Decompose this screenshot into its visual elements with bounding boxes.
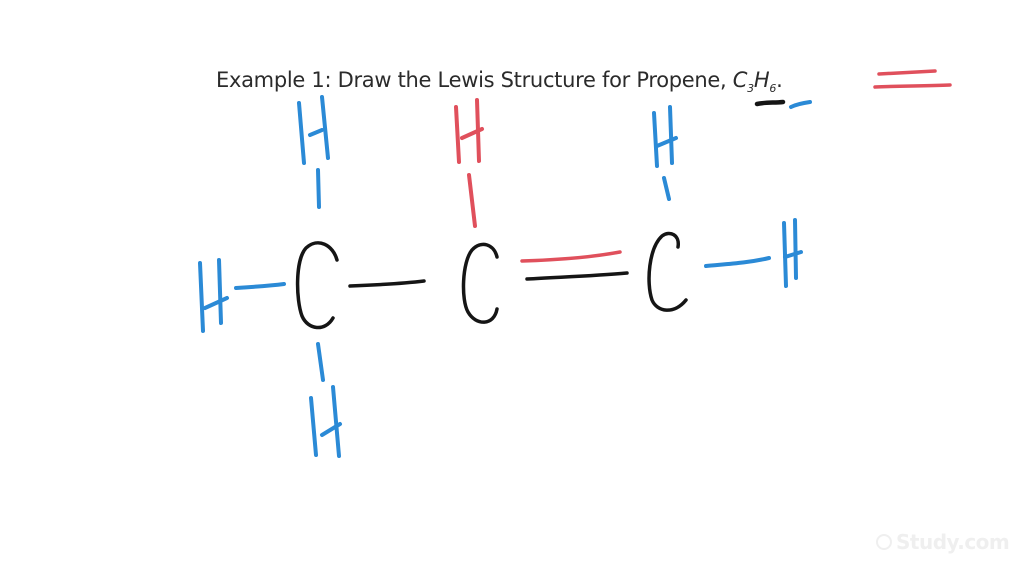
bond-c2-h4 (467, 173, 477, 228)
page-title: Example 1: Draw the Lewis Structure for … (216, 64, 783, 105)
hydrogen-atom-h1 (297, 95, 330, 165)
formula-carbon: C (732, 68, 748, 92)
bond-c1-h2 (234, 282, 286, 290)
formula-hydrogen: H (753, 68, 770, 92)
bond-c2-c3-pi (520, 250, 622, 263)
formula-carbon-count: 3 (747, 82, 754, 95)
title-period: . (776, 68, 783, 92)
carbon-atom-c2 (461, 242, 499, 324)
study-com-watermark: Study.com (876, 530, 1010, 554)
hydrogen-atom-h2 (198, 258, 229, 333)
double-bond-symbol (873, 69, 952, 89)
hydrogen-atom-h5 (652, 105, 678, 168)
formula-hydrogen-count: 6 (769, 82, 777, 95)
title-text: Example 1: Draw the Lewis Structure for … (216, 68, 733, 92)
carbon-atom-c3 (647, 231, 688, 312)
bond-c3-h5 (662, 176, 671, 201)
hydrogen-atom-h6 (782, 218, 803, 288)
hydrogen-atom-h3 (309, 385, 342, 458)
underline-carbon-mark (754, 99, 786, 107)
bond-c1-h1 (316, 168, 321, 209)
hydrogen-atom-h4 (454, 98, 484, 164)
carbon-atom-c1 (295, 241, 339, 330)
underline-hydrogen-mark (789, 100, 812, 109)
watermark-text: Study.com (896, 530, 1010, 554)
study-com-logo-icon (876, 534, 892, 550)
bond-c1-c2 (348, 279, 426, 288)
formula-underlines (754, 99, 812, 109)
bond-c1-h3 (316, 342, 325, 382)
chemical-formula: C3H6 (732, 68, 777, 95)
bond-c2-c3-sigma (525, 271, 629, 281)
double-bond-symbol-lower (873, 83, 952, 89)
double-bond-symbol-upper (877, 69, 937, 76)
bond-c3-h6 (704, 256, 771, 268)
